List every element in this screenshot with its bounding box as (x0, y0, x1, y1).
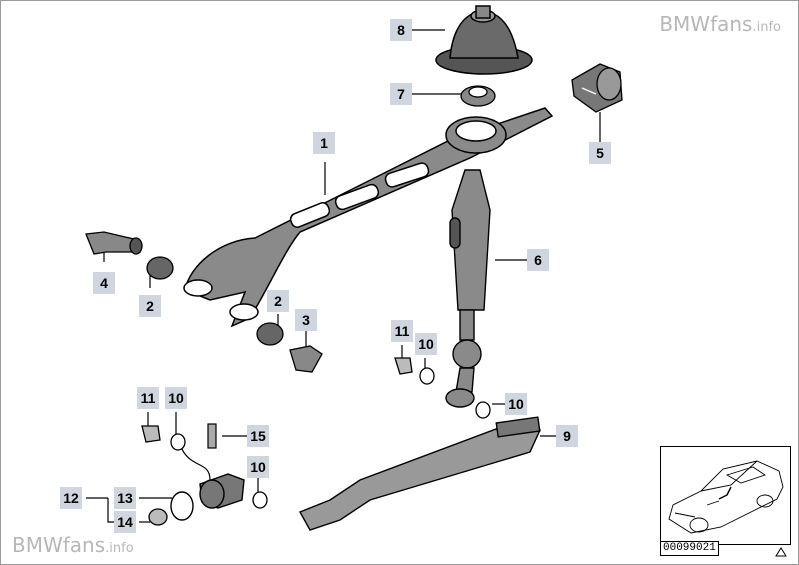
triangle-icon (775, 547, 787, 557)
callout-6[interactable]: 6 (527, 249, 549, 271)
callout-8[interactable]: 8 (390, 19, 412, 41)
callout-15[interactable]: 15 (247, 425, 269, 447)
callout-7[interactable]: 7 (390, 83, 412, 105)
watermark-suffix: .info (105, 541, 134, 556)
car-sketch (668, 460, 784, 534)
callout-3[interactable]: 3 (295, 309, 317, 331)
callout-12[interactable]: 12 (60, 487, 82, 509)
watermark-suffix: .info (752, 20, 781, 35)
callout-10a[interactable]: 10 (415, 333, 437, 355)
callout-2b[interactable]: 2 (267, 290, 289, 312)
callout-13[interactable]: 13 (114, 487, 136, 509)
callout-2a[interactable]: 2 (139, 295, 161, 317)
watermark-bottom: BMWfans.info (12, 533, 134, 557)
callout-11b[interactable]: 11 (137, 387, 159, 409)
callout-5[interactable]: 5 (589, 142, 611, 164)
callout-1[interactable]: 1 (313, 132, 335, 154)
callout-10d[interactable]: 10 (247, 456, 269, 478)
callout-11a[interactable]: 11 (391, 320, 413, 342)
watermark-brand: BMWfans (659, 12, 753, 36)
callout-14[interactable]: 14 (114, 511, 136, 533)
diagram-number: 00099021 (660, 541, 719, 556)
watermark-brand: BMWfans (12, 533, 106, 557)
callout-10b[interactable]: 10 (505, 393, 527, 415)
callout-4[interactable]: 4 (93, 272, 115, 294)
callout-10c[interactable]: 10 (165, 387, 187, 409)
watermark-top: BMWfans.info (659, 12, 781, 36)
callout-9[interactable]: 9 (556, 425, 578, 447)
car-location-inset (660, 446, 791, 545)
